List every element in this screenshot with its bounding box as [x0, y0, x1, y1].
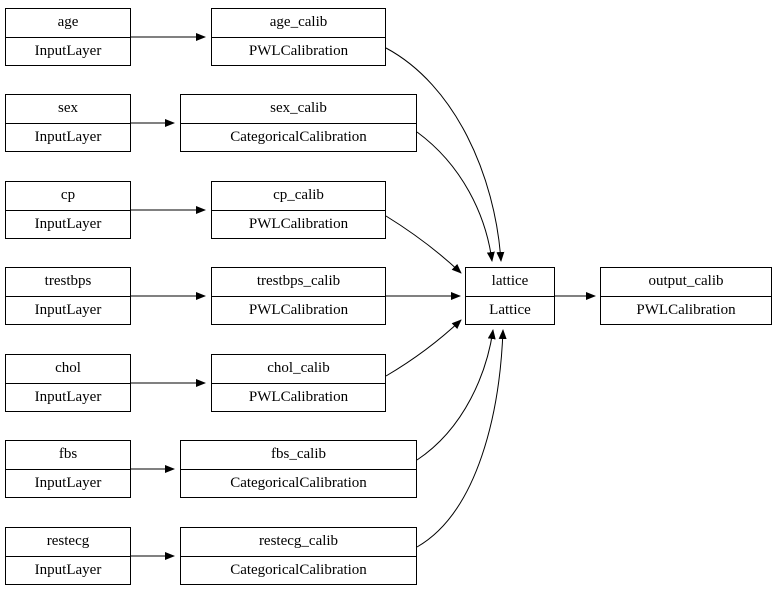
node-cp: cp InputLayer — [5, 181, 131, 239]
node-sex_calib: sex_calib CategoricalCalibration — [180, 94, 417, 152]
node-type-label: InputLayer — [34, 301, 102, 318]
node-type-label: InputLayer — [34, 388, 102, 405]
node-age: age InputLayer — [5, 8, 131, 66]
node-type-label: InputLayer — [34, 128, 102, 145]
node-type-label: InputLayer — [34, 474, 102, 491]
edge-restecg_calib-to-lattice — [416, 329, 507, 548]
node-fbs: fbs InputLayer — [5, 440, 131, 498]
node-type-label: CategoricalCalibration — [230, 561, 367, 578]
node-trestbps: trestbps InputLayer — [5, 267, 131, 325]
node-age_calib: age_calib PWLCalibration — [211, 8, 386, 66]
node-type-label: InputLayer — [34, 561, 102, 578]
node-title: output_calib — [601, 268, 771, 297]
edge-chol_calib-to-lattice — [385, 319, 462, 377]
node-type-label: PWLCalibration — [636, 301, 736, 318]
node-lattice: lattice Lattice — [465, 267, 555, 325]
node-sex: sex InputLayer — [5, 94, 131, 152]
node-type-label: PWLCalibration — [248, 388, 349, 405]
node-type-label: InputLayer — [34, 215, 102, 232]
node-title: fbs_calib — [181, 441, 416, 470]
node-title: sex — [6, 95, 130, 124]
node-output_calib: output_calib PWLCalibration — [600, 267, 772, 325]
edge-fbs_calib-to-lattice — [416, 329, 496, 461]
node-title: restecg — [6, 528, 130, 557]
node-type-label: Lattice — [489, 301, 531, 318]
node-chol_calib: chol_calib PWLCalibration — [211, 354, 386, 412]
node-title: restecg_calib — [181, 528, 416, 557]
node-restecg_calib: restecg_calib CategoricalCalibration — [180, 527, 417, 585]
edge-sex_calib-to-lattice — [416, 131, 495, 262]
edge-cp_calib-to-lattice — [385, 215, 462, 274]
node-type-label: CategoricalCalibration — [230, 128, 367, 145]
node-type-label: PWLCalibration — [248, 215, 349, 232]
node-fbs_calib: fbs_calib CategoricalCalibration — [180, 440, 417, 498]
node-cp_calib: cp_calib PWLCalibration — [211, 181, 386, 239]
node-title: trestbps — [6, 268, 130, 297]
node-title: fbs — [6, 441, 130, 470]
node-title: sex_calib — [181, 95, 416, 124]
node-title: cp_calib — [212, 182, 385, 211]
node-type-label: PWLCalibration — [248, 301, 349, 318]
node-title: trestbps_calib — [212, 268, 385, 297]
node-restecg: restecg InputLayer — [5, 527, 131, 585]
node-title: cp — [6, 182, 130, 211]
node-title: chol_calib — [212, 355, 385, 384]
node-title: chol — [6, 355, 130, 384]
node-trestbps_calib: trestbps_calib PWLCalibration — [211, 267, 386, 325]
node-title: age — [6, 9, 130, 38]
node-type-label: PWLCalibration — [248, 42, 349, 59]
node-title: age_calib — [212, 9, 385, 38]
node-chol: chol InputLayer — [5, 354, 131, 412]
node-type-label: InputLayer — [34, 42, 102, 59]
node-title: lattice — [466, 268, 554, 297]
node-type-label: CategoricalCalibration — [230, 474, 367, 491]
edge-age_calib-to-lattice — [385, 47, 505, 262]
